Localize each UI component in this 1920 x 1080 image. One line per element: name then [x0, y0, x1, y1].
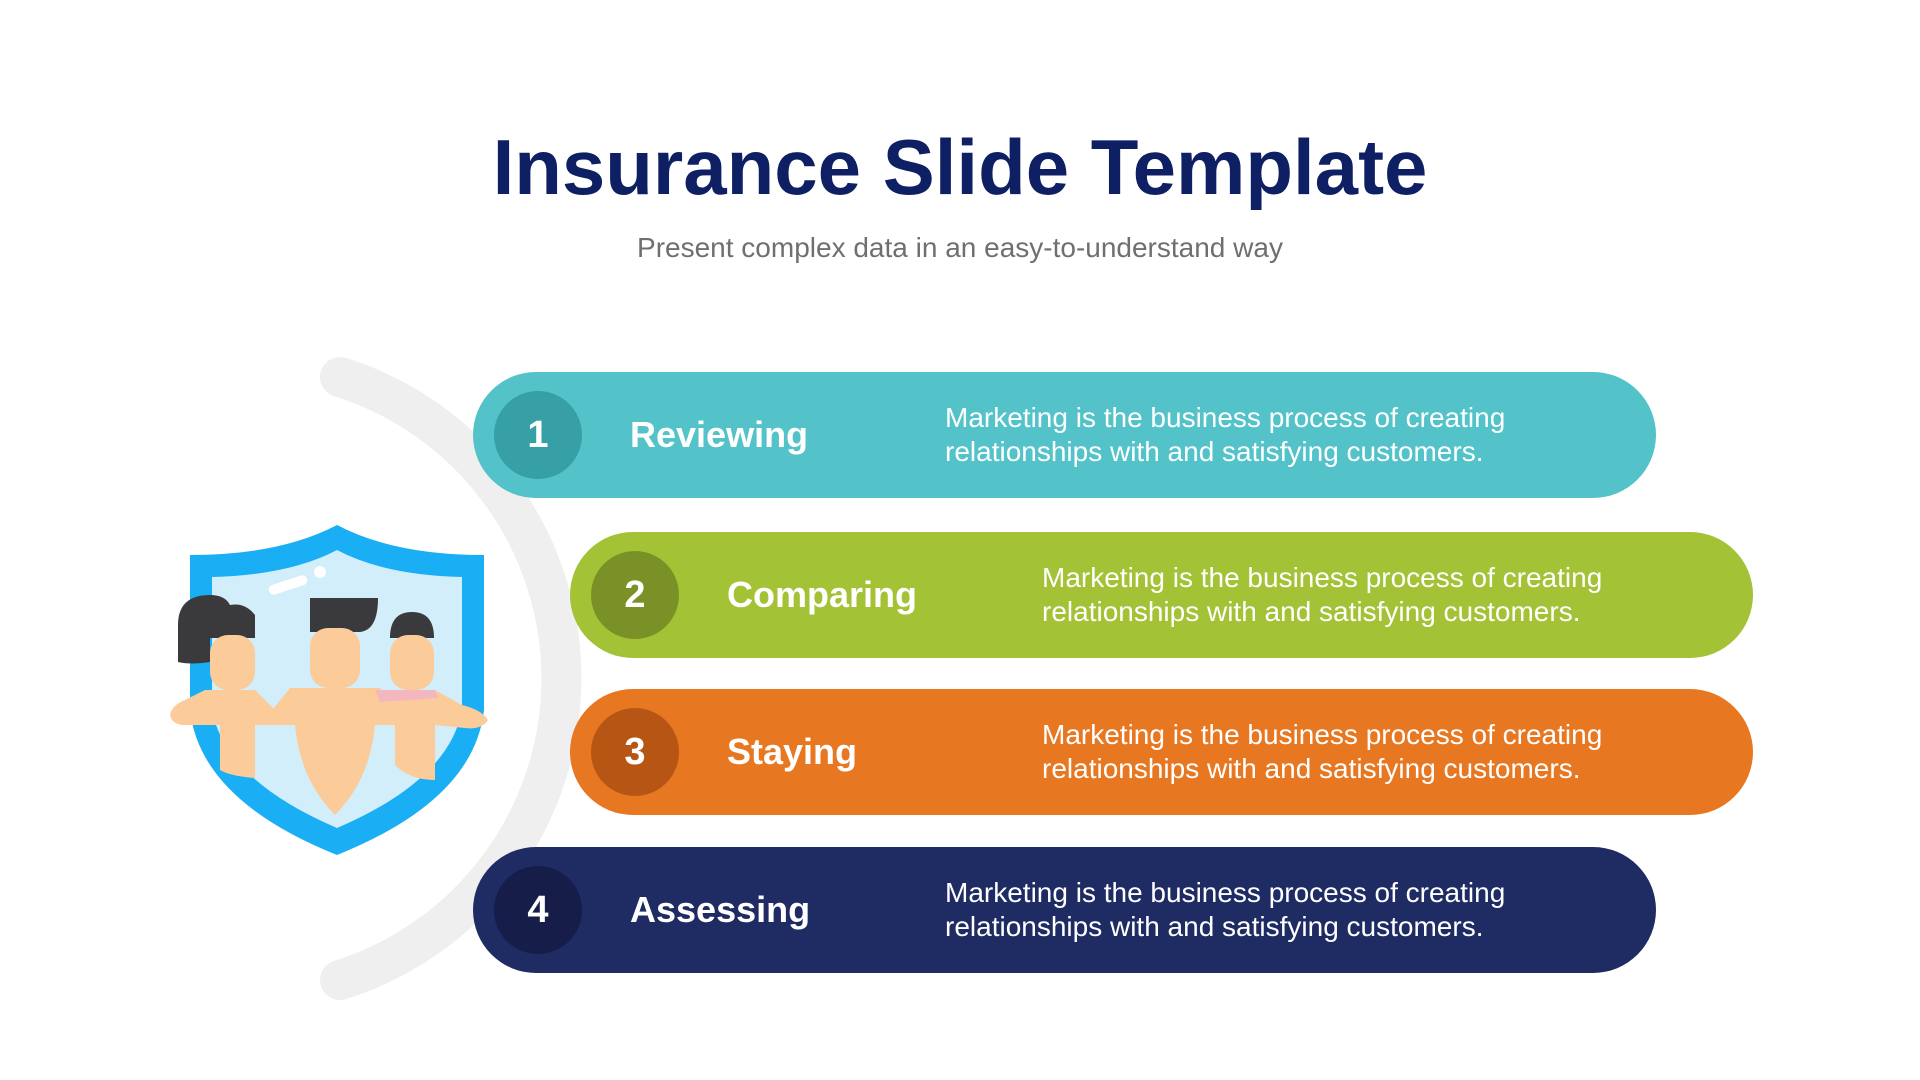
step-row-2: 2 Comparing Marketing is the business pr… — [570, 532, 1753, 658]
step-label: Staying — [727, 731, 858, 772]
step-description: Marketing is the business process of cre… — [945, 402, 1506, 467]
step-description: Marketing is the business process of cre… — [945, 877, 1506, 942]
step-description: Marketing is the business process of cre… — [1042, 562, 1603, 627]
step-label: Reviewing — [630, 414, 809, 455]
step-row-3: 3 Staying Marketing is the business proc… — [570, 689, 1753, 815]
step-number-badge: 3 — [591, 708, 679, 796]
page-subtitle: Present complex data in an easy-to-under… — [637, 232, 1283, 263]
page-title: Insurance Slide Template — [492, 123, 1428, 211]
step-description: Marketing is the business process of cre… — [1042, 719, 1603, 784]
step-number-badge: 2 — [591, 551, 679, 639]
step-label: Comparing — [727, 574, 918, 615]
shield-family-icon — [170, 525, 488, 855]
step-row-1: 1 Reviewing Marketing is the business pr… — [473, 372, 1656, 498]
step-row-4: 4 Assessing Marketing is the business pr… — [473, 847, 1656, 973]
step-number-badge: 1 — [494, 391, 582, 479]
step-number-badge: 4 — [494, 866, 582, 954]
step-label: Assessing — [630, 889, 811, 930]
